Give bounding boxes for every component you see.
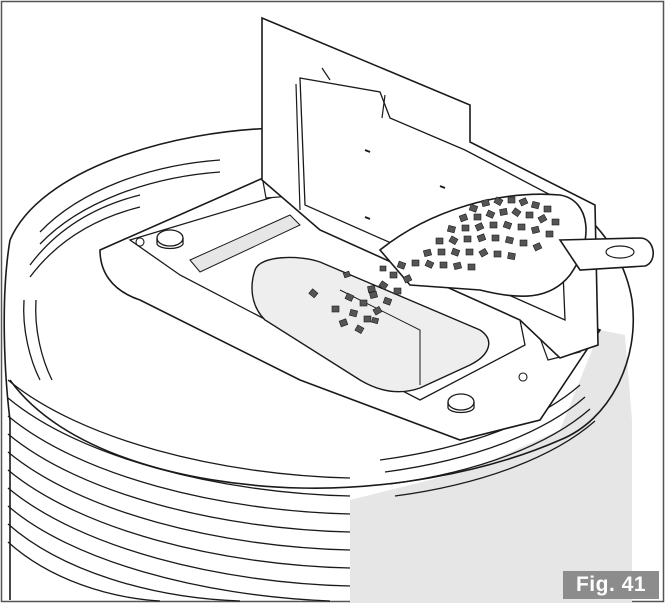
stove-body-outline bbox=[3, 239, 11, 600]
pellets-falling bbox=[308, 260, 413, 335]
scoop-bowl bbox=[378, 193, 587, 298]
knob-left bbox=[156, 229, 184, 250]
pellets-in-scoop bbox=[411, 196, 560, 271]
open-lid-edge bbox=[295, 67, 386, 211]
figure-label: Fig. 41 bbox=[563, 571, 659, 599]
vent-slots-right bbox=[379, 384, 596, 497]
knob-right bbox=[447, 393, 475, 414]
hopper-inner-shade bbox=[189, 214, 301, 273]
scoop-handle-hole bbox=[605, 245, 635, 259]
vent-slots-left bbox=[23, 159, 221, 381]
stove-body-shaded-side bbox=[350, 330, 632, 603]
lid-slots bbox=[364, 149, 446, 220]
cylinder-ribs bbox=[7, 379, 351, 602]
